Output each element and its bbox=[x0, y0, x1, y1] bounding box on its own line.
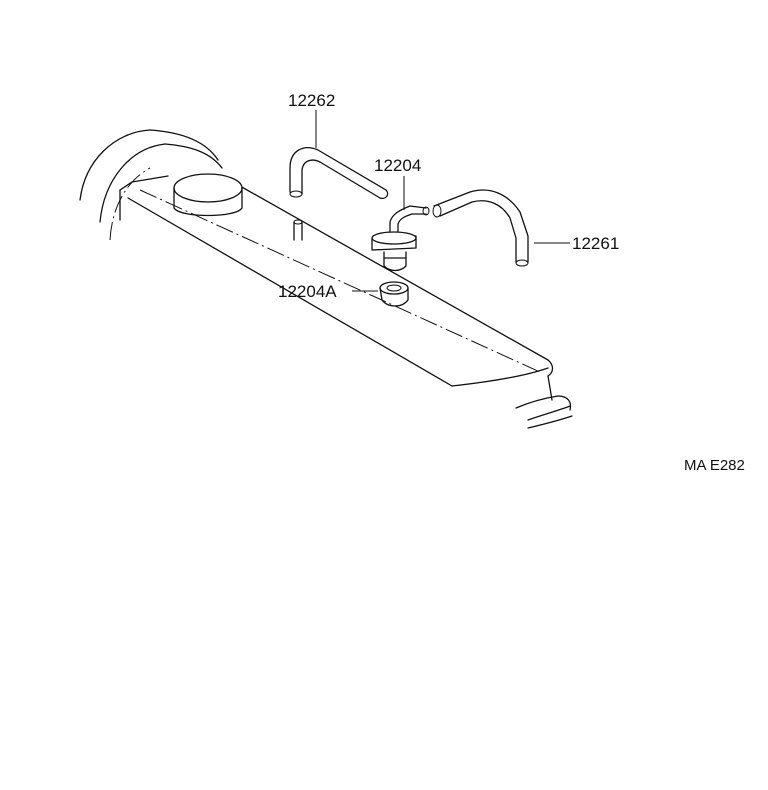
cylinder-head-cover bbox=[79, 129, 573, 429]
label-12261: 12261 bbox=[572, 234, 619, 253]
ventilation-hose-12262 bbox=[289, 147, 389, 200]
illustration-code: MA E282 bbox=[684, 457, 745, 474]
pcv-valve-12204 bbox=[371, 205, 430, 272]
label-12204: 12204 bbox=[374, 156, 421, 175]
grommet-12204A bbox=[379, 281, 409, 307]
ventilation-hose-12261 bbox=[432, 189, 529, 267]
label-12262: 12262 bbox=[288, 91, 335, 110]
label-12204A: 12204A bbox=[278, 282, 337, 301]
